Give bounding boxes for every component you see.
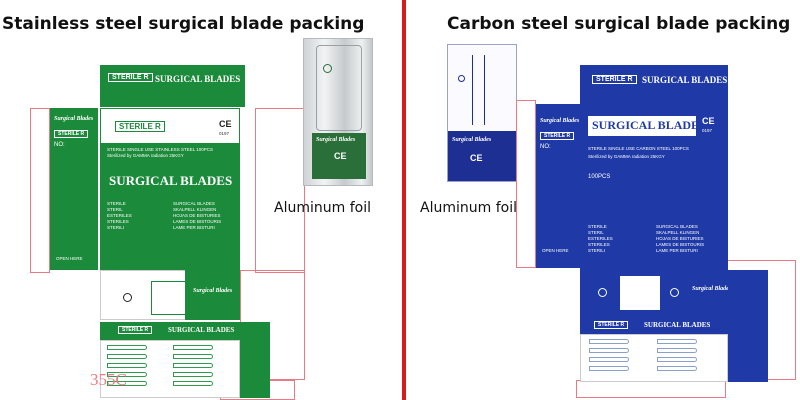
foil-sterile-icon	[323, 64, 332, 73]
top-title: SURGICAL BLADES	[155, 74, 241, 84]
bottom-title: SURGICAL BLADES	[168, 326, 235, 334]
side-open-here: OPEN HERE	[56, 256, 83, 261]
carbon-top-title: SURGICAL BLADES	[642, 75, 728, 85]
front-green-area: STERILE SINGLE USE STAINLESS STEEL 100PC…	[101, 143, 239, 269]
stainless-box-dieline: STERILE R SURGICAL BLADES Surgical Blade…	[30, 60, 310, 400]
carbon-blade-chart-panel	[580, 334, 728, 382]
carbon-middle-panel: Surgical Blades	[580, 268, 732, 318]
side-no-label: NO:	[54, 142, 65, 148]
side-brand-script: Surgical Blades	[54, 116, 94, 122]
carbon-side-sterile-tag: STERILE R	[540, 132, 575, 140]
carbon-left-glue-flap	[516, 100, 536, 268]
carbon-languages-left: STERILE STERIL ESTERILES STERILES STERIL…	[588, 224, 613, 253]
foil-green-label: Surgical Blades CE	[312, 133, 366, 179]
bottom-title-strip: STERILE R SURGICAL BLADES	[100, 322, 240, 340]
blade-column-1	[107, 345, 147, 386]
side-panel: Surgical Blades STERILE R NO: OPEN HERE	[50, 108, 98, 270]
ce-number: 0197	[219, 131, 230, 136]
carbon-foil-blue-label: Surgical Blades CE	[448, 131, 516, 181]
single-use-text: STERILE SINGLE USE STAINLESS STEEL 100PC…	[107, 147, 214, 152]
carbon-side-brand-script: Surgical Blades	[540, 118, 580, 124]
carbon-bottom-sterile-tag: STERILE R	[594, 321, 629, 329]
carbon-foil-brand-script: Surgical Blades	[452, 137, 492, 143]
do-not-reuse-icon	[123, 293, 132, 302]
carbon-ce-number: 0197	[702, 128, 713, 133]
middle-brand-script: Surgical Blades	[193, 288, 233, 294]
carbon-lot-box	[620, 276, 660, 310]
carbon-bottom-title: SURGICAL BLADES	[644, 321, 711, 329]
foil-brand-script: Surgical Blades	[316, 137, 356, 143]
stainless-foil-pouch: Surgical Blades CE	[303, 38, 373, 186]
center-divider	[402, 0, 406, 400]
carbon-front-panel: SURGICAL BLADES CE 0197 STERILE SINGLE U…	[580, 104, 728, 268]
right-side-flap	[255, 108, 305, 273]
blade-chart-panel	[100, 340, 240, 398]
carbon-end-panel	[728, 270, 768, 382]
carbon-blade-column-2	[657, 339, 697, 371]
carbon-front-title: SURGICAL BLADES	[592, 118, 706, 132]
carbon-blade-column-1	[589, 339, 629, 371]
foil-ce-mark: CE	[334, 151, 347, 161]
carbon-bottom-title-strip: STERILE R SURGICAL BLADES	[580, 318, 728, 334]
carbon-middle-brand-script: Surgical Blades	[692, 286, 732, 292]
carbon-sterilized-text: Sterilized by GAMMA radiation 25KGY	[588, 154, 665, 159]
carbon-box-dieline: STERILE R SURGICAL BLADES Surgical Blade…	[516, 60, 800, 400]
carbon-count: 100PCS	[588, 174, 611, 180]
carbon-side-open-here: OPEN HERE	[542, 248, 569, 253]
front-sterile-tag: STERILE R	[115, 121, 165, 132]
blade-shape	[107, 345, 147, 350]
carbon-sterile-icon	[670, 288, 679, 297]
sterilized-text: Sterilized by GAMMA radiation 25KGY	[107, 153, 184, 158]
end-panel	[240, 322, 270, 398]
carbon-sterile-tag: STERILE R	[592, 75, 637, 84]
side-sterile-tag: STERILE R	[54, 130, 89, 138]
sterile-tag: STERILE R	[108, 73, 153, 82]
carbon-foil-pouch: Surgical Blades CE	[447, 44, 517, 182]
blade-imprint	[316, 45, 362, 131]
carbon-ce-mark: CE	[702, 116, 715, 126]
ce-mark: CE	[219, 119, 232, 129]
languages-left: STERILE STERIL ESTERILES STERILES STERIL…	[107, 201, 132, 230]
carbon-languages-right: SURGICAL BLADES SKALPELL KLINGEN HOJAS D…	[656, 224, 705, 253]
bottom-sterile-tag: STERILE R	[118, 326, 153, 334]
carbon-side-no-label: NO:	[540, 144, 551, 150]
front-title: SURGICAL BLADES	[109, 173, 233, 188]
carbon-single-use-text: STERILE SINGLE USE CARBON STEEL 100PCS	[588, 146, 689, 151]
front-panel: STERILE R CE 0197 STERILE SINGLE USE STA…	[100, 108, 240, 270]
blade-column-2	[173, 345, 213, 386]
carbon-title-banner: SURGICAL BLADES	[588, 116, 706, 136]
stainless-heading: Stainless steel surgical blade packing	[2, 14, 365, 34]
carbon-foil-label: Aluminum foil	[420, 200, 517, 216]
carbon-bottom-tuck-flap	[576, 380, 726, 398]
languages-right: SURGICAL BLADES SKALPELL KLINGEN HOJAS D…	[173, 201, 222, 230]
carbon-side-panel: Surgical Blades STERILE R NO: OPEN HERE	[536, 104, 580, 268]
carbon-top-panel: STERILE R SURGICAL BLADES	[580, 65, 728, 105]
carbon-foil-sterile-icon	[458, 75, 465, 82]
carbon-heading: Carbon steel surgical blade packing	[447, 14, 791, 34]
carbon-foil-ce-mark: CE	[470, 153, 483, 163]
middle-side-panel: Surgical Blades	[185, 270, 240, 320]
pantone-code: 355C	[90, 370, 127, 389]
stainless-foil-label: Aluminum foil	[274, 200, 371, 216]
left-glue-flap	[30, 108, 50, 273]
foil-print-area	[454, 51, 512, 129]
carbon-do-not-reuse-icon	[598, 288, 607, 297]
top-panel: STERILE R SURGICAL BLADES	[100, 65, 245, 107]
